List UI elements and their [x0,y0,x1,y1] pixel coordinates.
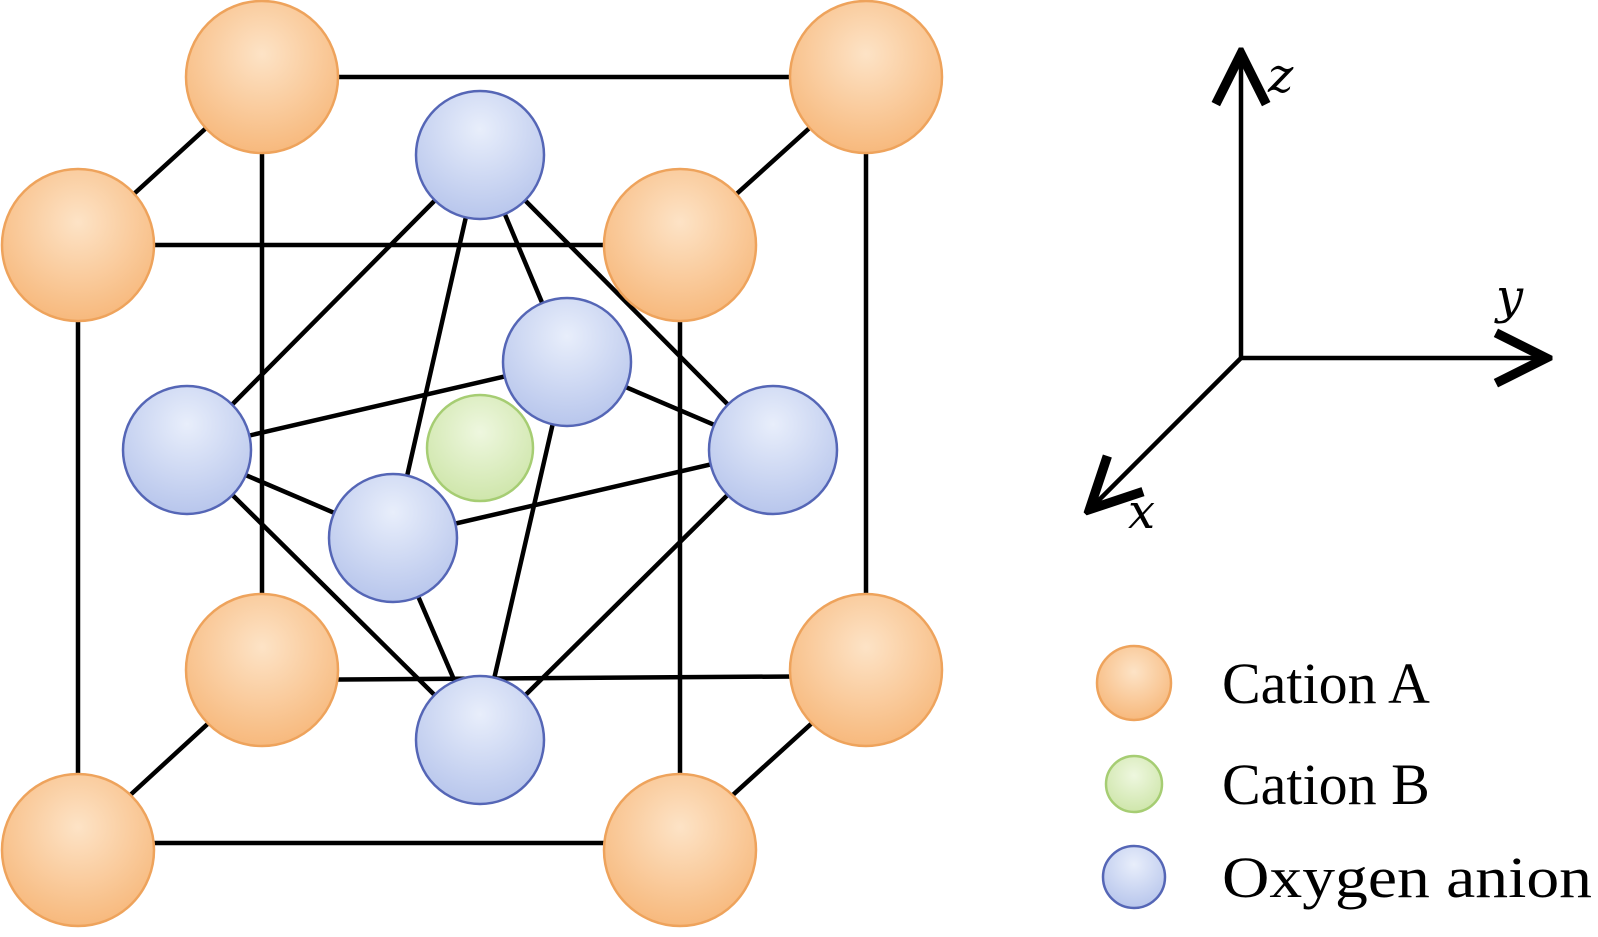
bond [390,154,483,539]
oxygen-atom-left [121,384,253,516]
y-axis-label: y [1494,269,1524,325]
legend-cation-a-label: Cation A [1222,651,1430,716]
legend-cation-b-label: Cation B [1222,752,1430,817]
bond [478,448,775,742]
oxygen-atom-front [327,472,459,604]
legend-cation-b-swatch [1104,754,1164,814]
oxygen-atom-top [414,89,546,221]
cation-a-front [0,167,758,928]
oxygen-atom-right [707,384,839,516]
coordinate-axes [1094,60,1540,505]
oxygen-atom-back [501,296,633,428]
cation-a-atom [184,592,340,748]
x-axis-label: x [1128,484,1155,540]
bond [185,448,482,742]
legend-oxygen-swatch [1101,844,1167,910]
oxygen-anions [121,89,839,806]
bond [185,153,482,452]
cation-a-atom [602,772,758,928]
z-axis-label: z [1267,48,1294,104]
cation-a-atom [0,167,156,323]
cation-a-atom [602,167,758,323]
legend-cation-a-swatch [1095,644,1173,722]
oxygen-atom-bottom [414,674,546,806]
legend: Cation A Cation B Oxygen anion [1095,644,1592,910]
cation-a-atom [788,592,944,748]
cube-edge [261,673,867,683]
cation-a-atom [788,0,944,155]
bond [478,153,775,452]
cation-a-atom [184,0,340,155]
x-axis-arrow [1094,356,1243,505]
cation-a-back [184,0,944,748]
cation-b-atom [425,393,535,503]
cation-a-atom [0,772,156,928]
legend-oxygen-label: Oxygen anion [1222,845,1592,910]
